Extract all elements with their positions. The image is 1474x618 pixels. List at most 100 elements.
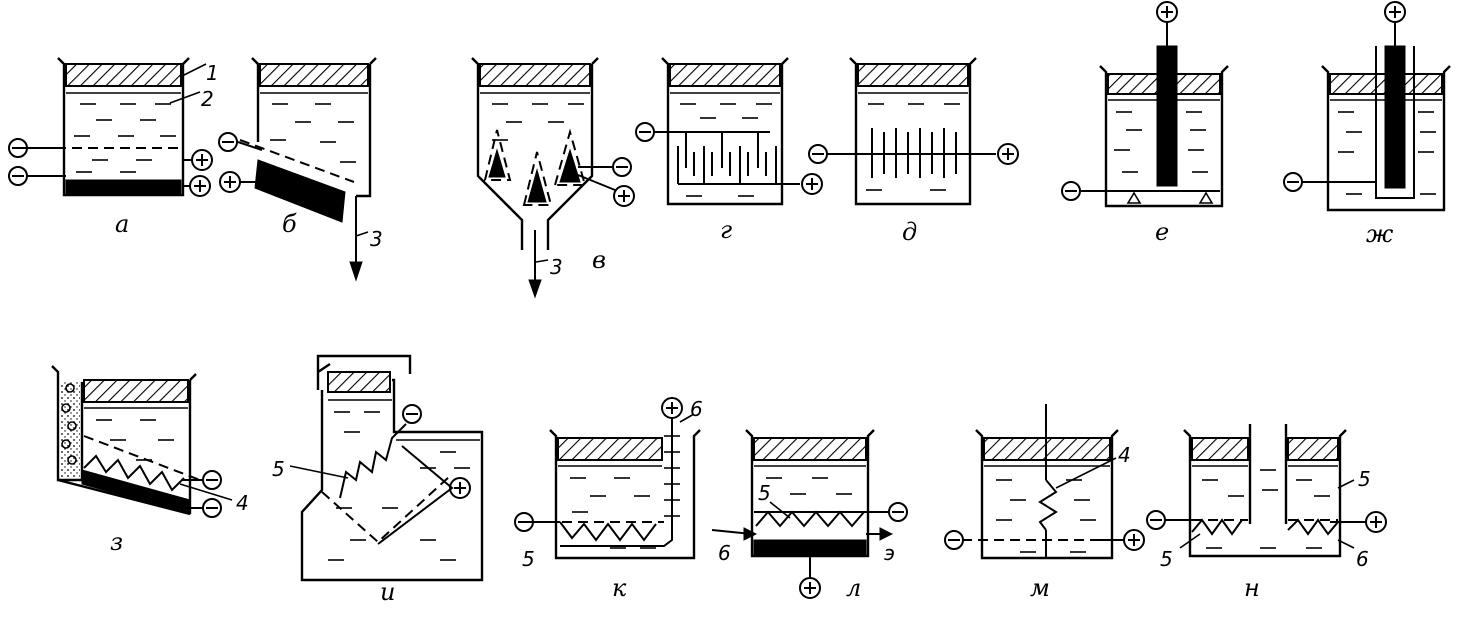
electrolyte — [270, 103, 356, 163]
callout-e: э — [884, 541, 895, 565]
anode-plus-icon — [1123, 529, 1145, 551]
panel-e: е — [1061, 1, 1229, 246]
panel-label-e: е — [1155, 218, 1169, 246]
electrolyte — [866, 103, 960, 191]
panel-n: 5 6 5 н — [1146, 424, 1387, 602]
electrolyte — [96, 419, 174, 461]
cathode-minus-icon — [402, 404, 422, 424]
cathode-minus-icon — [1146, 510, 1166, 530]
panel-label-i: и — [380, 578, 395, 606]
panel-l: 5 6 э л — [711, 429, 908, 602]
anode-slats — [664, 435, 680, 517]
panel-label-l: л — [846, 574, 861, 602]
insulating-layer — [857, 63, 969, 87]
zigzag-diaphragm — [1038, 479, 1058, 531]
comb-cathode — [654, 131, 770, 168]
cathode-minus-icon — [888, 502, 908, 522]
anode-electrode — [377, 445, 454, 545]
cell-wall — [471, 57, 599, 250]
anode-plus-icon — [799, 577, 821, 599]
cathode-minus-icon — [202, 498, 222, 518]
zigzag-cathode — [559, 521, 657, 542]
electrolyte — [996, 479, 1096, 553]
zigzag-cathode — [755, 510, 865, 528]
panel-label-a: а — [115, 210, 129, 238]
anode-plus-icon — [661, 397, 683, 419]
panel-zh: ж — [1283, 1, 1451, 248]
anode-plus-icon — [997, 143, 1019, 165]
panel-label-v: в — [592, 246, 606, 274]
cell-wall — [251, 57, 377, 198]
cell-wall — [661, 57, 789, 206]
cathode-minus-icon — [612, 157, 632, 177]
panel-z: 4 з — [51, 365, 249, 556]
anode-plus-icon — [1365, 511, 1387, 533]
panel-label-k: к — [612, 574, 627, 602]
callout-5: 5 — [1160, 547, 1173, 571]
callout-1: 1 — [206, 61, 219, 85]
cathode-minus-icon — [1061, 181, 1081, 201]
cathode-minus-icon — [8, 138, 28, 158]
anode-lump — [559, 148, 581, 183]
cell-wall — [549, 429, 701, 560]
callout-5: 5 — [758, 481, 771, 505]
anode-plus-icon — [189, 175, 211, 197]
panel-label-d: д — [902, 218, 917, 246]
anode-lump — [527, 168, 547, 203]
cathode-minus-icon — [202, 470, 222, 490]
cathode-minus-icon — [944, 530, 964, 550]
panel-b: 3 б — [218, 57, 383, 282]
callout-3: 3 — [550, 255, 563, 279]
cell-wall — [300, 378, 484, 582]
cell-wall — [57, 57, 190, 197]
callout-5: 5 — [1358, 467, 1371, 491]
zigzag-cathode — [339, 423, 407, 499]
insulating-layer — [1287, 437, 1339, 461]
insulating-layer — [753, 437, 867, 461]
callout-2: 2 — [201, 87, 214, 111]
electrolyte — [766, 477, 852, 495]
insulating-layer — [327, 371, 391, 393]
panel-label-n: н — [1244, 574, 1260, 602]
electrolyte — [1338, 111, 1436, 195]
plate-electrode-stack — [871, 128, 957, 178]
anode-electrode — [560, 418, 673, 547]
anode-plus-icon — [613, 185, 635, 207]
cell-wall — [1321, 65, 1451, 212]
anode-plate — [65, 179, 182, 195]
insulating-layer — [259, 63, 369, 87]
electrolyte — [1202, 469, 1330, 549]
callout-6: 6 — [1356, 547, 1369, 571]
rod-anode — [1156, 45, 1178, 187]
electrolyte — [74, 103, 176, 173]
callout-4: 4 — [236, 491, 249, 515]
panel-label-b: б — [282, 210, 297, 238]
inclined-anode — [81, 469, 191, 515]
anode-plate — [753, 539, 867, 557]
electrolyte — [680, 103, 772, 197]
callout-6: 6 — [690, 397, 703, 421]
panel-i: 5 и — [272, 354, 484, 606]
cell-wall — [1099, 65, 1229, 208]
anode-plus-icon — [219, 171, 241, 193]
anode-plus-icon — [191, 149, 213, 171]
panel-v: 3 в — [471, 57, 635, 299]
cell-wall — [1183, 429, 1347, 558]
insulating-layer — [557, 437, 663, 461]
callout-3: 3 — [370, 227, 383, 251]
anode-lump — [488, 148, 506, 178]
cell-wall — [849, 57, 977, 206]
zigzag-cathode — [1191, 518, 1243, 536]
cathode-minus-icon — [808, 144, 828, 164]
gas-bubbles — [61, 383, 77, 465]
callout-4: 4 — [1118, 443, 1131, 467]
zigzag-cathode — [83, 454, 185, 492]
zigzag-anode — [1287, 518, 1339, 536]
cathode-minus-icon — [8, 166, 28, 186]
anode-plus-icon — [1384, 1, 1406, 23]
anode-plus-icon — [1156, 1, 1178, 23]
electrolyte — [570, 477, 656, 549]
callout-6: 6 — [718, 541, 731, 565]
cathode-minus-icon — [635, 122, 655, 142]
inclined-anode — [254, 159, 346, 223]
